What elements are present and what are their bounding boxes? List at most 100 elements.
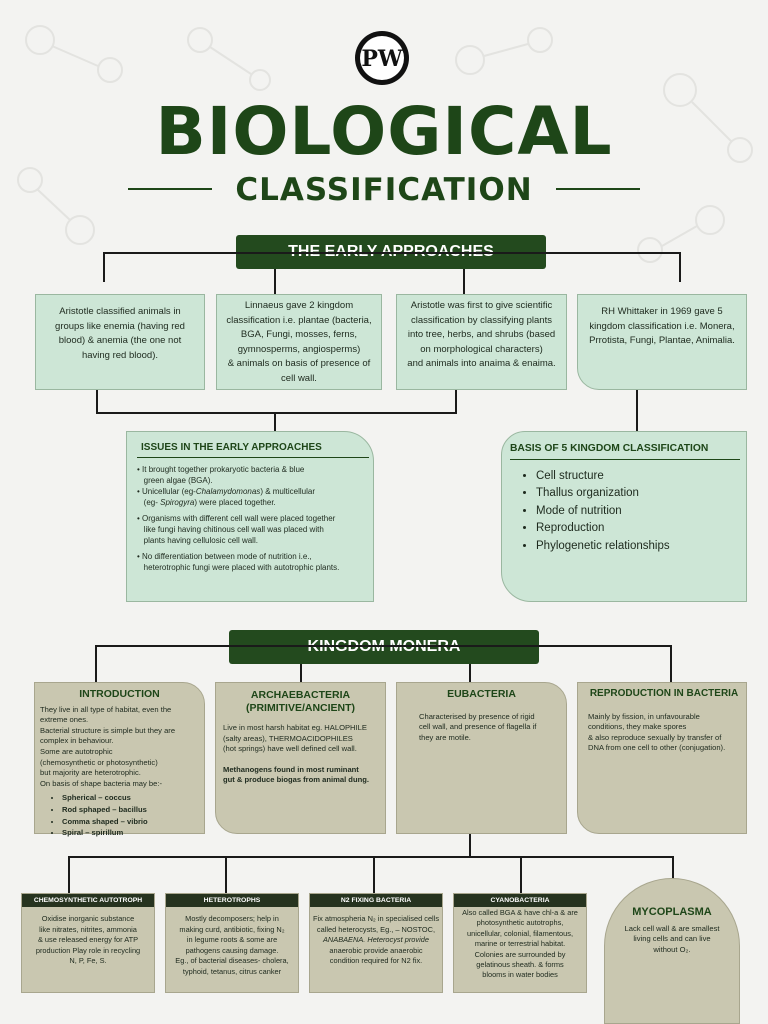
myco-line: Lack cell wall & are smallest <box>624 923 720 933</box>
repro-line: Mainly by fission, in unfavourable <box>588 711 700 721</box>
connector <box>68 856 70 894</box>
basis-item: Phylogenetic relationships <box>536 538 740 556</box>
shape-item: Comma shaped – vibrio <box>62 817 199 828</box>
type-line: Fix atmospheria N₂ in specialised cells <box>312 914 440 923</box>
subtitle-rule-right <box>556 188 640 190</box>
intro-line: extreme ones. <box>40 715 89 725</box>
issues-hr <box>137 457 369 458</box>
subtitle-rule-left <box>128 188 212 190</box>
basis-title: BASIS OF 5 KINGDOM CLASSIFICATION <box>510 443 709 454</box>
archaebacteria-title: ARCHAEBACTERIA <box>250 689 351 701</box>
intro-line: complex in behaviour. <box>40 736 114 746</box>
repro-line: DNA from one cell to other (conjugation)… <box>588 743 726 753</box>
type-line: pathogens causing damage. <box>185 945 279 955</box>
type-line: Eg., of bacterial diseases- cholera, <box>175 956 289 966</box>
reproduction-title: REPRODUCTION IN BACTERIA <box>589 688 739 699</box>
eubact-line: Characterised by presence of rigid <box>419 711 535 721</box>
kingdom-monera-banner: KINGDOM MONERA <box>229 630 539 664</box>
intro-line: but majority are heterotrophic. <box>40 768 141 778</box>
type-line: like nitrates, nitrites, ammonia <box>39 924 137 934</box>
issue-1: • It brought together prokaryotic bacter… <box>137 465 305 485</box>
type-line: marine or terrestrial habitat. <box>474 939 566 949</box>
heterotrophs-box: HETEROTROPHS Mostly decomposers; help in… <box>165 893 299 993</box>
connector <box>300 664 302 684</box>
type-line: gelatinous sheath. & forms <box>476 960 564 970</box>
connector <box>274 269 276 295</box>
basis-item: Cell structure <box>536 468 740 486</box>
connector <box>672 856 674 880</box>
shape-item: Spherical – coccus <box>62 793 199 804</box>
intro-line: On basis of shape bacteria may be:- <box>40 778 162 788</box>
connector <box>103 252 105 282</box>
introduction-title: INTRODUCTION <box>79 688 160 700</box>
shape-list: Spherical – coccus Rod sphaped – bacillu… <box>40 793 199 838</box>
myco-line: without O₂. <box>653 944 691 954</box>
basis-hr <box>510 458 740 460</box>
type-line: & use released energy for ATP <box>37 935 139 945</box>
svg-text:PW: PW <box>361 46 403 72</box>
shape-item: Rod sphaped – bacillus <box>62 805 199 816</box>
basis-box: BASIS OF 5 KINGDOM CLASSIFICATION Cell s… <box>501 431 747 602</box>
pw-logo-icon: PW <box>355 31 409 85</box>
eubacteria-box: EUBACTERIA Characterised by presence of … <box>396 682 567 834</box>
mycoplasma-box: MYCOPLASMA Lack cell wall & are smallest… <box>604 878 740 1024</box>
introduction-box: INTRODUCTION They live in all type of ha… <box>34 682 205 837</box>
issue-2: • Unicellular (eg-Chalamydomonas) & mult… <box>137 487 315 507</box>
type-line: typhoid, tetanus, citrus canker <box>182 966 282 976</box>
connector <box>670 645 672 683</box>
intro-line: (chemosynthetic or photosynthetic) <box>40 757 158 767</box>
chemosynthetic-box: CHEMOSYNTHETIC AUTOTROPH Oxidise inorgan… <box>21 893 155 993</box>
cyanobacteria-title: CYANOBACTERIA <box>454 894 586 907</box>
myco-line: living cells and can live <box>633 934 711 944</box>
n2-fixing-title: N2 FIXING BACTERIA <box>310 894 442 907</box>
type-line: photosynthetic autotrophs, <box>476 918 564 928</box>
issue-4: • No differentiation between mode of nut… <box>137 552 340 572</box>
type-line: making curd, antibiotic, fixing N₂ <box>179 924 285 934</box>
type-line: Mostly decomposers; help in <box>185 914 279 923</box>
cyanobacteria-box: CYANOBACTERIA Also called BGA & have chl… <box>453 893 587 993</box>
connector <box>636 390 638 432</box>
connector <box>455 390 457 414</box>
type-line: blooms in water bodies <box>482 970 558 980</box>
archae-line: (salty areas), THERMOACIDOPHILES <box>223 733 353 743</box>
issues-box: ISSUES IN THE EARLY APPROACHES • It brou… <box>126 431 374 602</box>
archae-bold-line: Methanogens found in most ruminant <box>223 764 359 774</box>
intro-line: Bacterial structure is simple but they a… <box>40 725 176 735</box>
type-line: ANABAENA. Heterocyst provide <box>323 935 429 945</box>
type-line: N, P, Fe, S. <box>69 956 107 966</box>
connector <box>103 252 681 254</box>
connector <box>95 645 97 683</box>
connector <box>96 412 457 414</box>
type-line: called heterocysts, Eg., – NOSTOC, <box>316 924 436 934</box>
type-line: anaerobic provide anaerobic <box>329 945 423 955</box>
intro-line: Some are autotrophic <box>40 746 113 756</box>
basis-item: Mode of nutrition <box>536 503 740 521</box>
repro-line: conditions, they make spores <box>588 722 687 732</box>
type-line: in legume roots & some are <box>186 935 278 945</box>
heterotrophs-title: HETEROTROPHS <box>166 894 298 907</box>
connector <box>225 856 227 894</box>
connector <box>679 252 681 282</box>
intro-line: They live in all type of habitat, even t… <box>40 704 172 714</box>
connector <box>373 856 375 894</box>
basis-item: Reproduction <box>536 520 740 538</box>
connector <box>469 664 471 684</box>
shape-item: Spiral – spirillum <box>62 828 199 839</box>
archae-line: Live in most harsh habitat eg. HALOPHILE <box>223 723 367 732</box>
issues-title: ISSUES IN THE EARLY APPROACHES <box>141 442 322 453</box>
connector <box>274 412 276 432</box>
reproduction-box: REPRODUCTION IN BACTERIA Mainly by fissi… <box>577 682 747 834</box>
type-line: unicellular, colonial, filamentous, <box>467 928 573 938</box>
page-subtitle: CLASSIFICATION <box>235 172 533 208</box>
archae-bold-line: gut & produce biogas from animal dung. <box>223 775 369 785</box>
n2-fixing-box: N2 FIXING BACTERIA Fix atmospheria N₂ in… <box>309 893 443 993</box>
archae-line: (hot springs) have well defined cell wal… <box>223 744 357 754</box>
type-line: Oxidise inorganic substance <box>41 914 135 923</box>
connector <box>463 269 465 295</box>
type-line: production Play role in recycling <box>35 945 141 955</box>
type-line: Also called BGA & have chl-a & are <box>462 908 578 917</box>
basis-item: Thallus organization <box>536 485 740 503</box>
